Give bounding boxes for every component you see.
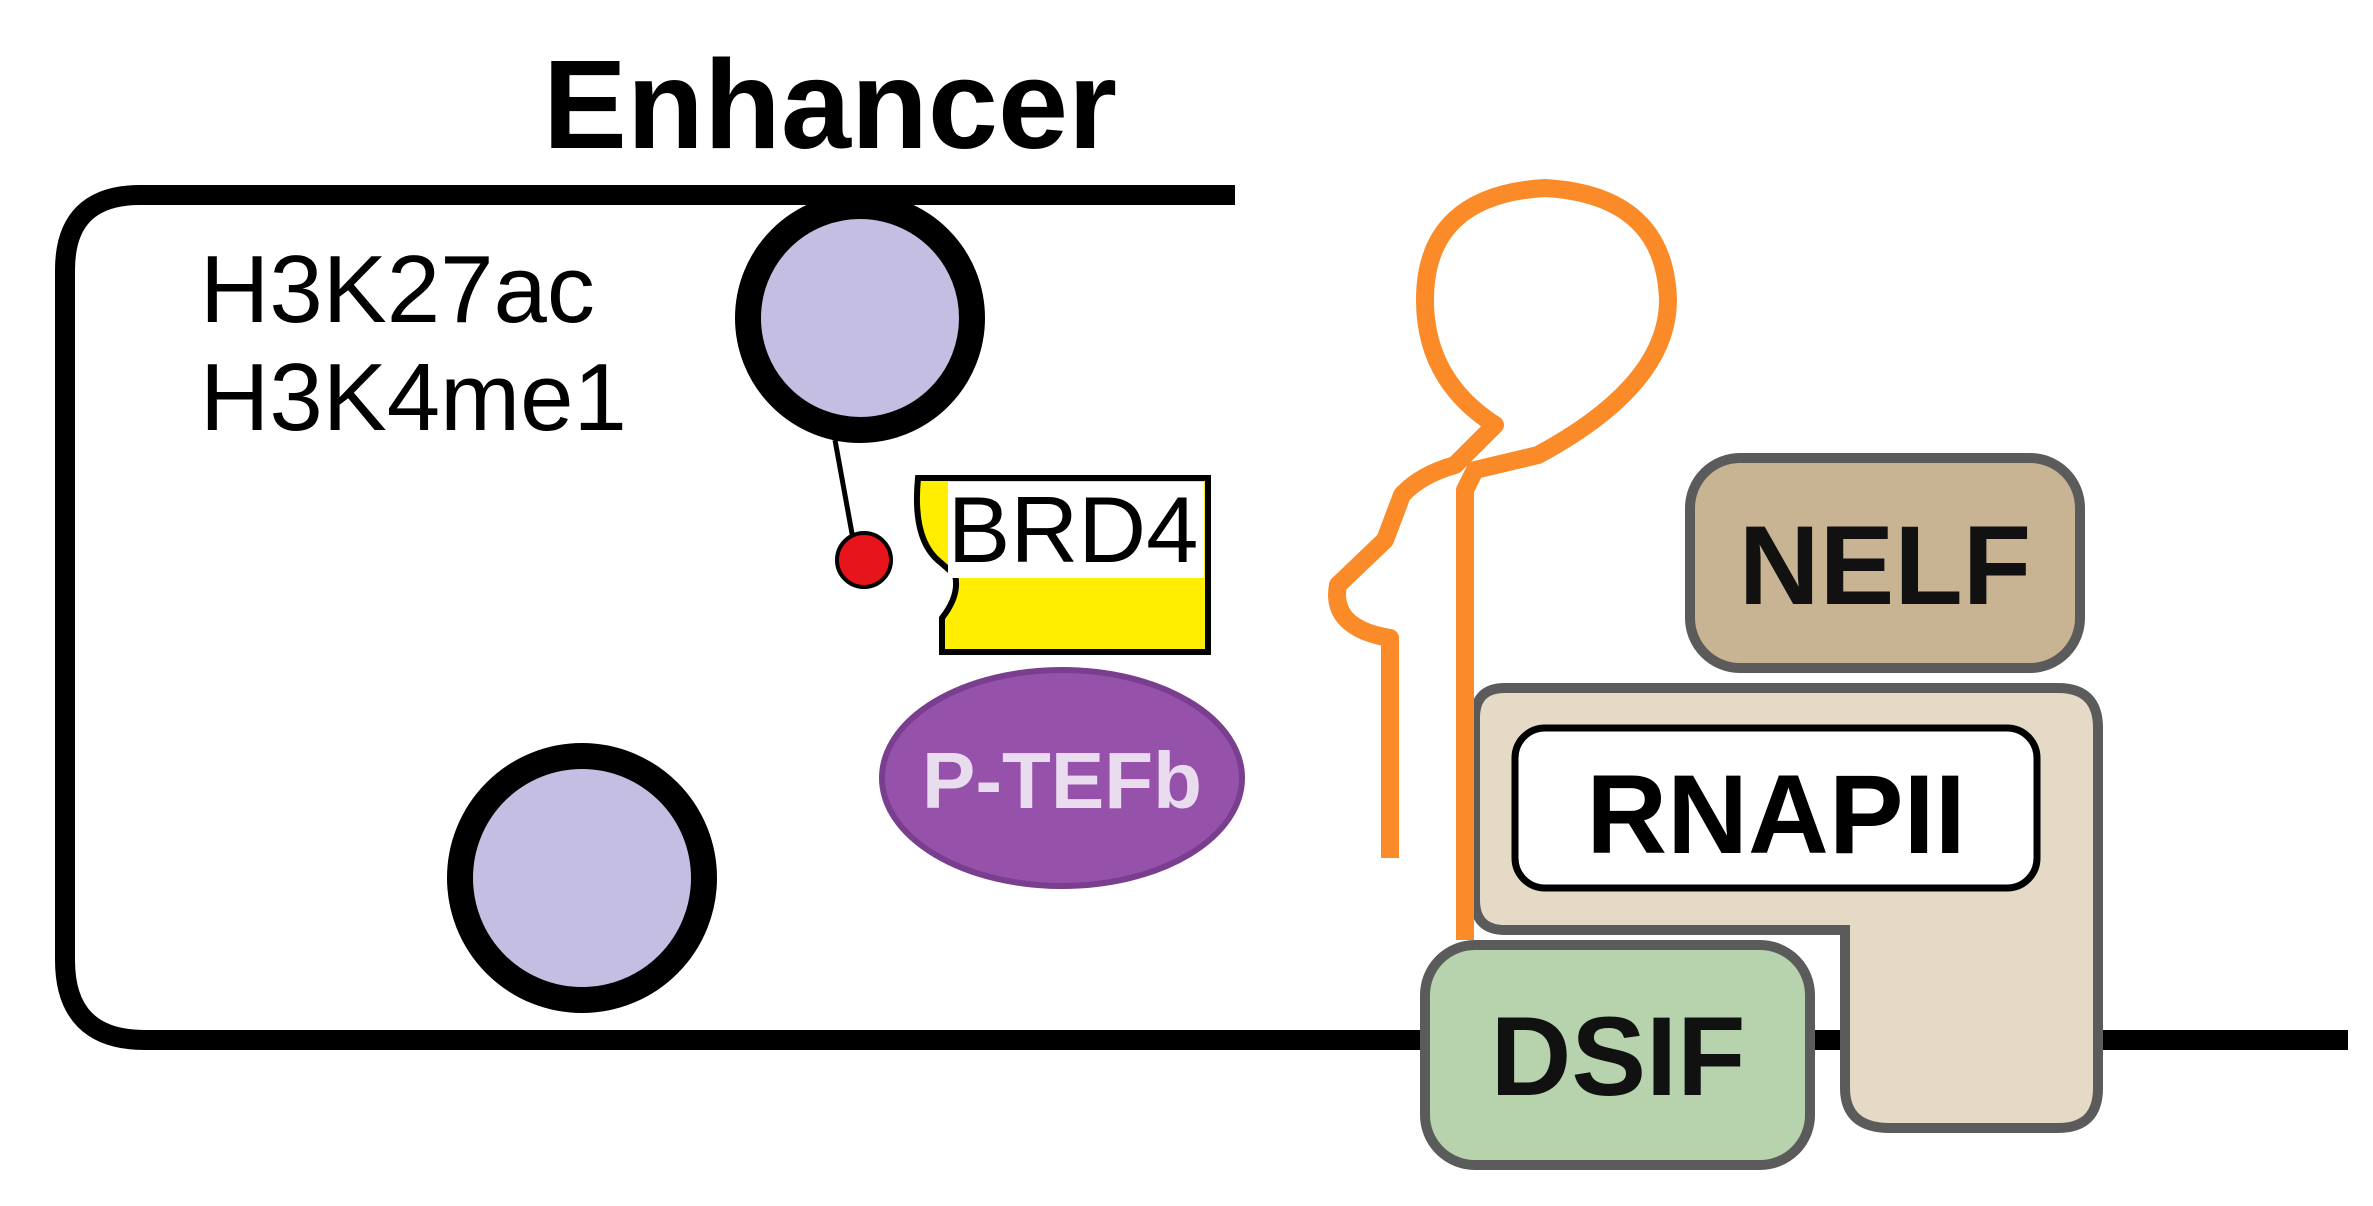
nucleosome-lower: [447, 743, 717, 1013]
rnapii-label-box: [1511, 724, 2041, 892]
rnapii-label: RNAPII: [1586, 752, 1966, 877]
ptefb-label: P-TEFb: [922, 736, 1202, 825]
brd4-label-panel: [948, 482, 1204, 578]
nelf-shape: [1685, 453, 2085, 673]
histone-tail: [832, 439, 858, 551]
histone-mark-h3k27ac: H3K27ac: [200, 236, 595, 343]
nascent-rna-hairpin: [1328, 179, 1677, 940]
enhancer-title: Enhancer: [543, 34, 1117, 175]
nelf-label: NELF: [1739, 503, 2031, 628]
brd4-label: BRD4: [948, 477, 1199, 582]
ptefb-shape: [879, 667, 1245, 889]
dsif-shape: [1420, 940, 1815, 1170]
dsif-label: DSIF: [1490, 994, 1745, 1119]
acetyl-mark: [835, 531, 893, 589]
enhancer-dna-loop: [55, 185, 2348, 1050]
nucleosome-upper: [735, 193, 985, 443]
histone-mark-h3k4me1: H3K4me1: [200, 344, 627, 451]
